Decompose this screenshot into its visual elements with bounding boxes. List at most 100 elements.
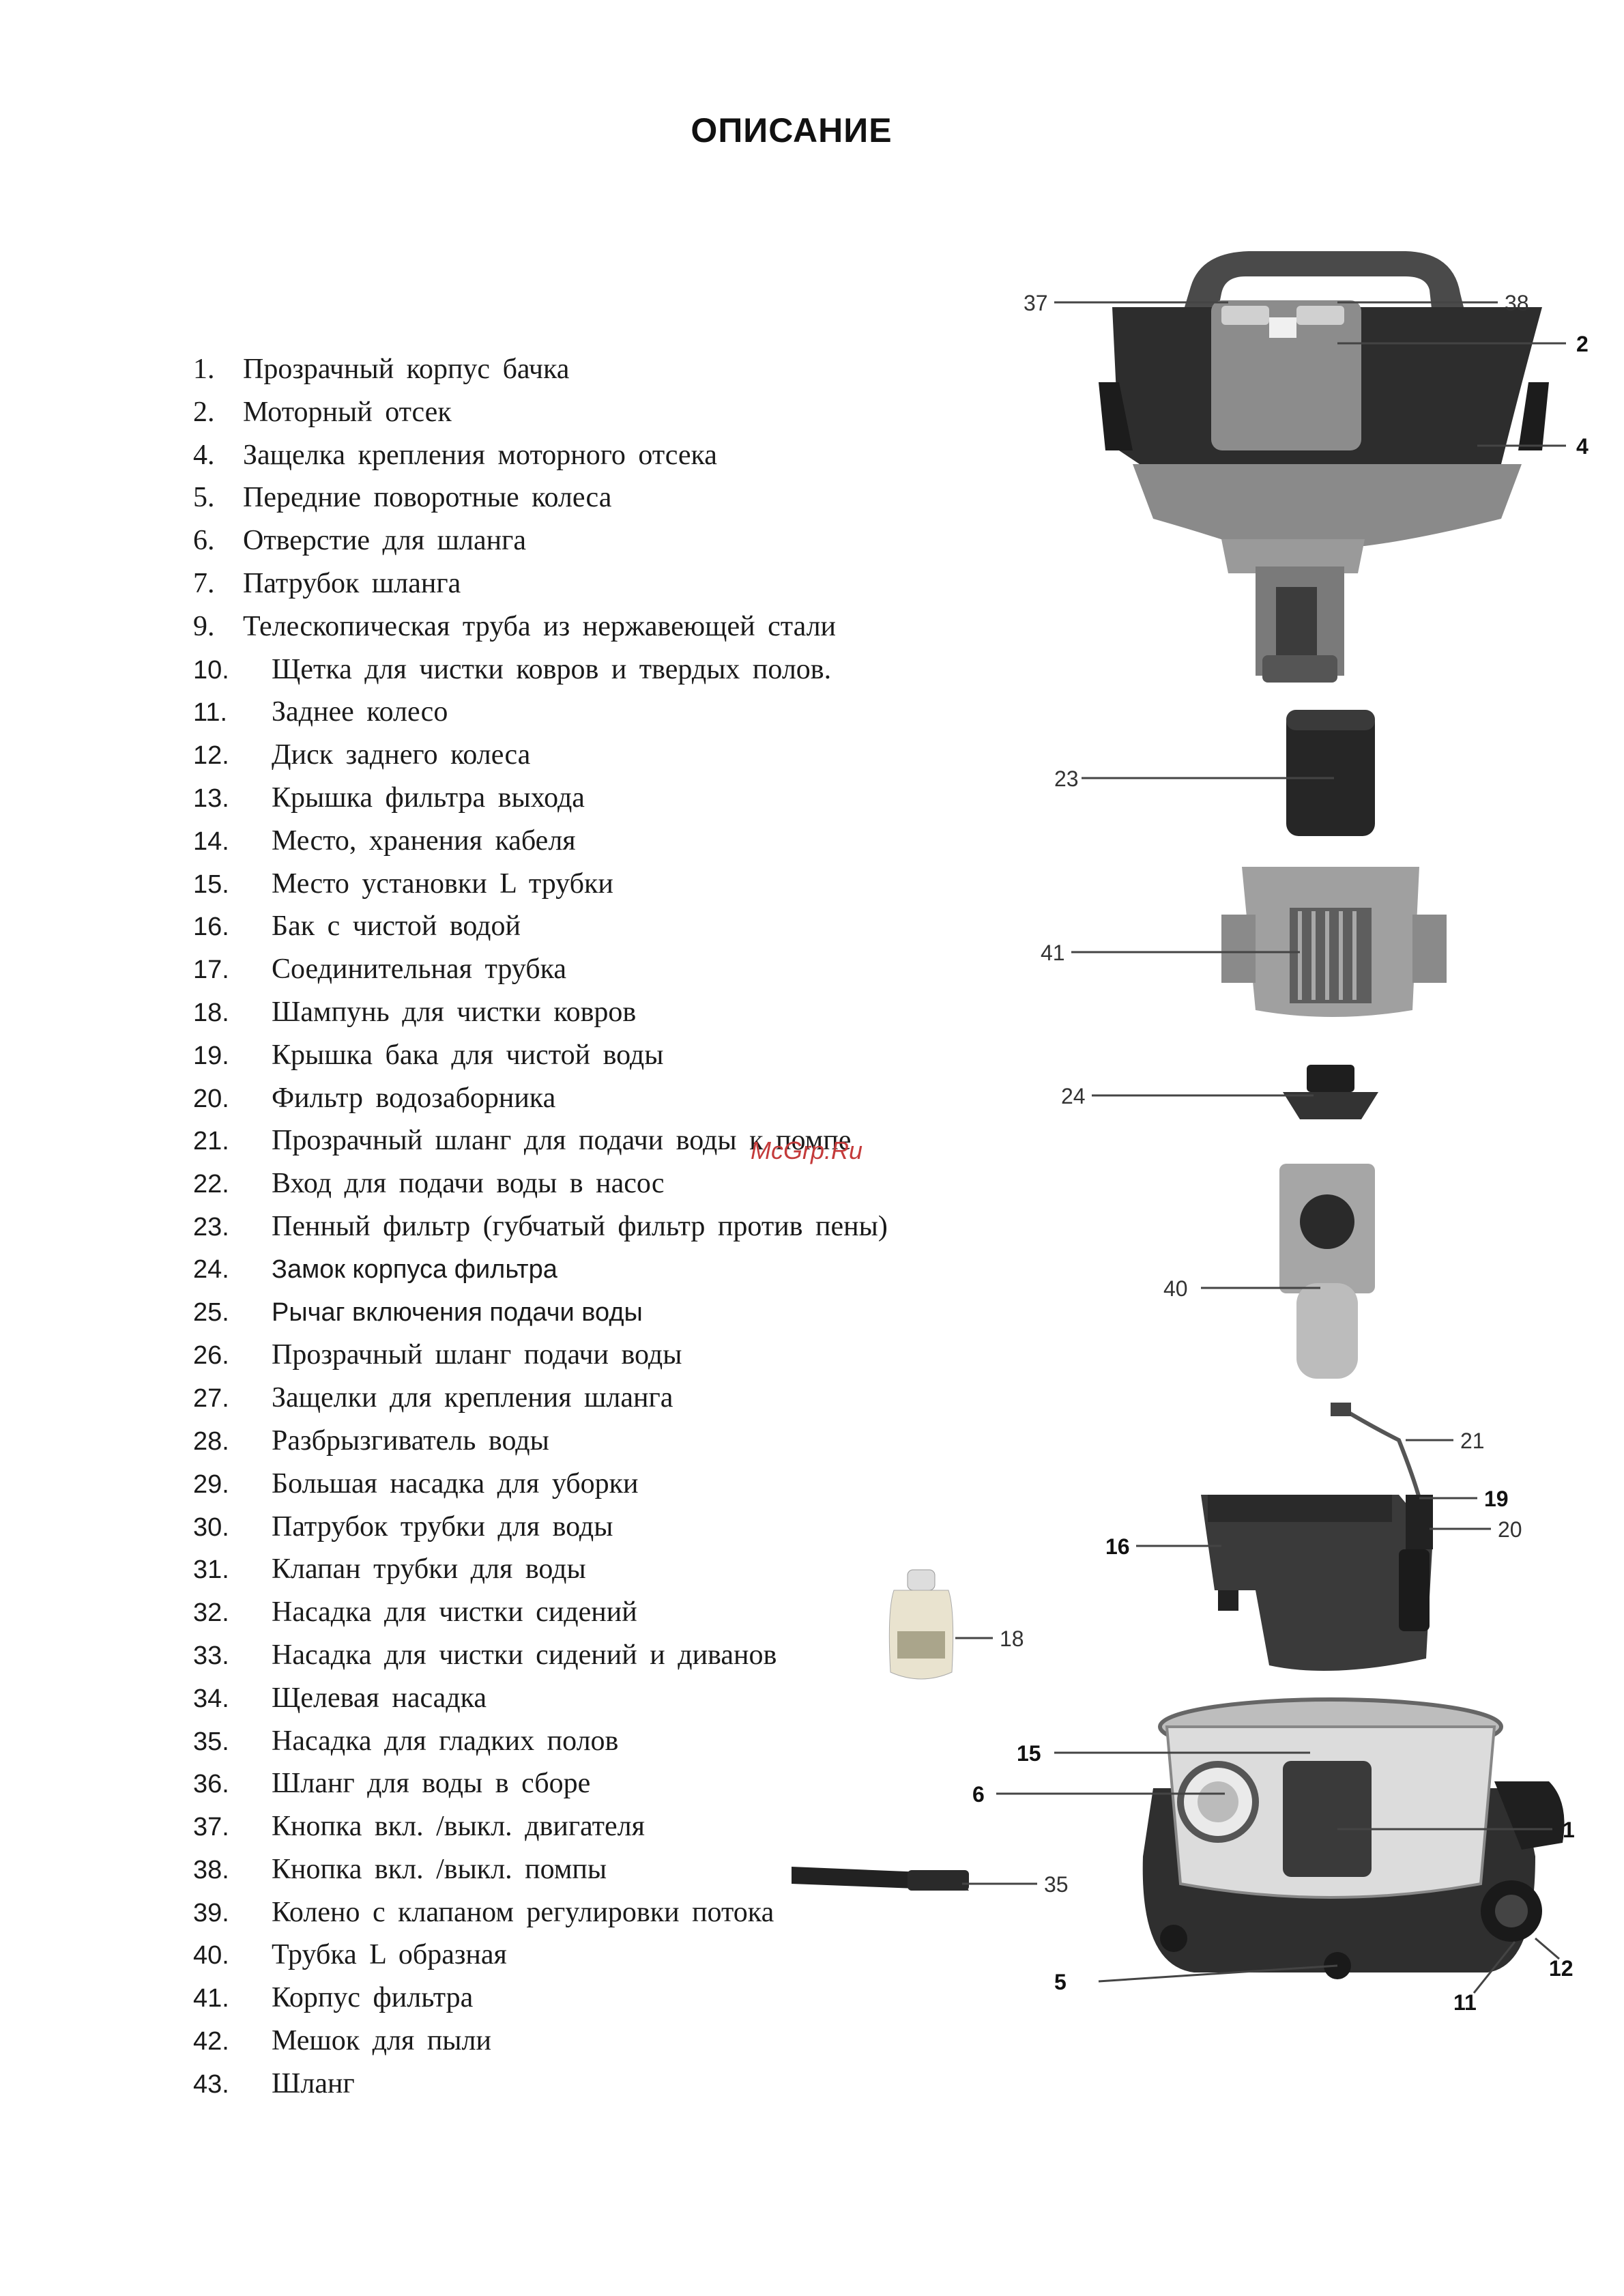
part-number: 12. bbox=[193, 741, 229, 771]
part-description: Корпус фильтра bbox=[272, 1982, 474, 2014]
part-number: 9. bbox=[193, 610, 215, 642]
leader-lines bbox=[955, 301, 1566, 1994]
part-item: 40.Трубка L образная bbox=[193, 1934, 1012, 1977]
part-description: Пенный фильтр (губчатый фильтр против пе… bbox=[272, 1210, 888, 1242]
callout-12: 12 bbox=[1549, 1956, 1574, 1981]
part-description: Патрубок трубки для воды bbox=[272, 1510, 613, 1542]
part-number: 42. bbox=[193, 2027, 229, 2056]
part-description: Прозрачный корпус бачка bbox=[243, 354, 570, 385]
part-number: 28. bbox=[193, 1426, 229, 1456]
part-number: 20. bbox=[193, 1084, 229, 1113]
part-number: 6. bbox=[193, 525, 215, 557]
callout-2: 2 bbox=[1576, 332, 1589, 356]
part-item: 10.Щетка для чистки ковров и твердых пол… bbox=[193, 648, 1012, 691]
part-description: Бак с чистой водой bbox=[272, 910, 521, 943]
part-item: 18. Шампунь для чистки ковров bbox=[193, 991, 1012, 1034]
part-description: Прозрачный шланг подачи воды bbox=[272, 1339, 682, 1371]
part-item: 33.Насадка для чистки сидений и диванов bbox=[193, 1634, 1012, 1677]
part-description: Передние поворотные колеса bbox=[243, 482, 612, 514]
callout-24: 24 bbox=[1061, 1084, 1086, 1108]
part-number: 18. bbox=[193, 998, 229, 1027]
part-description: Замок корпуса фильтра bbox=[272, 1254, 557, 1284]
part-number: 23. bbox=[193, 1212, 229, 1242]
page-title: ОПИСАНИЕ bbox=[691, 111, 893, 149]
part-item: 14.Место, хранения кабеля bbox=[193, 820, 1012, 863]
part-item: 38.Кнопка вкл. /выкл. помпы bbox=[193, 1848, 1012, 1891]
part-number: 11. bbox=[193, 698, 228, 728]
part-item: 22.Вход для подачи воды в насос bbox=[193, 1162, 1012, 1205]
part-item: 34. Щелевая насадка bbox=[193, 1677, 1012, 1720]
part-item: 35. Насадка для гладких полов bbox=[193, 1720, 1012, 1763]
part-number: 7. bbox=[193, 567, 215, 599]
part-number: 5. bbox=[193, 482, 215, 514]
part-number: 40. bbox=[193, 1941, 229, 1970]
part-number: 35. bbox=[193, 1727, 229, 1756]
part-item: 30.Патрубок трубки для воды bbox=[193, 1506, 1012, 1549]
part-number: 43. bbox=[193, 2069, 229, 2099]
callout-19: 19 bbox=[1484, 1487, 1509, 1511]
callout-40: 40 bbox=[1163, 1276, 1188, 1301]
part-description: Телескопическая труба из нержавеющей ста… bbox=[243, 610, 837, 642]
part-item: 12.Диск заднего колеса bbox=[193, 734, 1012, 777]
callout-18: 18 bbox=[1000, 1626, 1024, 1651]
part-description: Отверстие для шланга bbox=[243, 525, 526, 557]
part-description: Насадка для гладких полов bbox=[272, 1725, 619, 1757]
part-number: 4. bbox=[193, 439, 215, 471]
part-item: 25.Рычаг включения подачи воды bbox=[193, 1291, 1012, 1334]
callout-41: 41 bbox=[1041, 941, 1065, 965]
part-description: Щетка для чистки ковров и твердых полов. bbox=[272, 653, 832, 685]
part-item: 26.Прозрачный шланг подачи воды bbox=[193, 1334, 1012, 1377]
part-item: 29. Большая насадка для уборки bbox=[193, 1463, 1012, 1506]
part-description: Вход для подачи воды в насос bbox=[272, 1168, 665, 1200]
part-item: 4.Защелка крепления моторного отсека bbox=[193, 434, 1012, 477]
part-number: 29. bbox=[193, 1469, 229, 1499]
callout-21: 21 bbox=[1460, 1429, 1485, 1453]
part-item: 28.Разбрызгиватель воды bbox=[193, 1420, 1012, 1463]
part-number: 34. bbox=[193, 1684, 229, 1713]
part-item: 17.Соединительная трубка bbox=[193, 948, 1012, 991]
hose-21-illustration bbox=[1336, 1404, 1421, 1499]
part-number: 32. bbox=[193, 1598, 229, 1628]
part-item: 6. Отверстие для шланга bbox=[193, 519, 1012, 562]
part-item: 36.Шланг для воды в сборе bbox=[193, 1762, 1012, 1805]
part-number: 15. bbox=[193, 870, 229, 899]
part-description: Шланг bbox=[272, 2067, 355, 2099]
part-description: Шампунь для чистки ковров bbox=[272, 996, 637, 1028]
part-item: 27. Защелки для крепления шланга bbox=[193, 1377, 1012, 1420]
callout-15: 15 bbox=[1017, 1741, 1041, 1766]
part-item: 39.Колено с клапаном регулировки потока bbox=[193, 1891, 1012, 1934]
part-description: Защелки для крепления шланга bbox=[272, 1382, 673, 1414]
part-description: Рычаг включения подачи воды bbox=[272, 1297, 643, 1327]
part-description: Колено с клапаном регулировки потока bbox=[272, 1896, 774, 1928]
part-description: Место установки L трубки bbox=[272, 867, 613, 900]
part-description: Фильтр водозаборника bbox=[272, 1082, 556, 1114]
part-number: 36. bbox=[193, 1770, 229, 1799]
part-item: 19.Крышка бака для чистой воды bbox=[193, 1034, 1012, 1077]
part-number: 41. bbox=[193, 1984, 229, 2013]
part-item: 32. Насадка для чистки сидений bbox=[193, 1591, 1012, 1634]
callout-38: 38 bbox=[1505, 291, 1529, 315]
part-number: 37. bbox=[193, 1813, 229, 1842]
shampoo-bottle-illustration bbox=[888, 1569, 954, 1680]
part-item: 13.Крышка фильтра выхода bbox=[193, 777, 1012, 820]
callout-20: 20 bbox=[1498, 1517, 1522, 1542]
part-description: Большая насадка для уборки bbox=[272, 1467, 639, 1499]
part-description: Моторный отсек bbox=[243, 396, 452, 428]
part-description: Щелевая насадка bbox=[272, 1682, 487, 1714]
part-number: 33. bbox=[193, 1641, 229, 1670]
part-item: 9. Телескопическая труба из нержавеющей с… bbox=[193, 605, 1012, 648]
part-number: 38. bbox=[193, 1855, 229, 1884]
callout-11: 11 bbox=[1453, 1990, 1477, 2015]
part-number: 27. bbox=[193, 1384, 229, 1414]
l-tube-illustration bbox=[1279, 1164, 1375, 1379]
part-description: Место, хранения кабеля bbox=[272, 824, 576, 857]
part-description: Клапан трубки для воды bbox=[272, 1553, 586, 1585]
watermark: McGrp.Ru bbox=[751, 1136, 863, 1164]
part-description: Насадка для чистки сидений bbox=[272, 1596, 637, 1628]
part-description: Крышка бака для чистой воды bbox=[272, 1039, 664, 1071]
callout-16: 16 bbox=[1105, 1534, 1130, 1559]
callout-4: 4 bbox=[1576, 434, 1589, 459]
filter-housing-illustration bbox=[1221, 867, 1447, 1017]
part-item: 11.Заднее колесо bbox=[193, 691, 1012, 734]
